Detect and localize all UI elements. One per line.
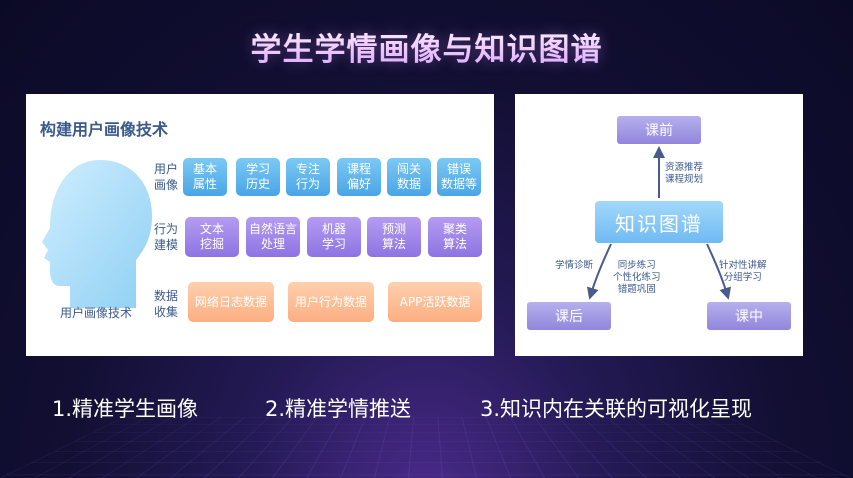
chip-learning-history: 学习 历史 [236, 158, 280, 196]
note-targeted-teaching: 针对性讲解 分组学习 [719, 260, 767, 284]
background-grid [0, 417, 853, 478]
summary-list: 1.精准学生画像 2.精准学情推送 3.知识内在关联的可视化呈现 [0, 393, 853, 423]
note-resource-planning: 资源推荐 课程规划 [665, 162, 703, 186]
knowledge-graph-panel: 课前 资源推荐 课程规划 知识图谱 学情诊断 同步练习 个性化练习 错题巩固 针… [515, 94, 803, 356]
user-profile-panel: 构建用户画像技术 用户画像技术 用户 画像 基本 属性 学习 历史 专注 行为 … [26, 94, 494, 356]
in-class-box: 课中 [707, 302, 791, 330]
row-label-data-collection: 数据 收集 [154, 288, 184, 320]
after-class-box: 课后 [527, 302, 611, 330]
chip-course-preference: 课程 偏好 [337, 158, 381, 196]
row-label-user-profile: 用户 画像 [154, 161, 184, 193]
chip-level-data: 闯关 数据 [387, 158, 431, 196]
summary-item-3: 3.知识内在关联的可视化呈现 [480, 393, 752, 423]
chip-nlp: 自然语言 处理 [246, 217, 300, 257]
chip-focus-behavior: 专注 行为 [286, 158, 330, 196]
chip-basic-attributes: 基本 属性 [183, 158, 227, 196]
row-label-behavior-modeling: 行为 建模 [154, 221, 184, 253]
summary-item-2: 2.精准学情推送 [265, 393, 411, 423]
chip-user-behavior-data: 用户行为数据 [288, 282, 374, 322]
knowledge-graph-box: 知识图谱 [595, 201, 723, 243]
page-title: 学生学情画像与知识图谱 [0, 24, 853, 69]
summary-item-1: 1.精准学生画像 [52, 393, 198, 423]
chip-error-data: 错误 数据等 [437, 158, 481, 196]
chip-clustering-algorithm: 聚类 算法 [428, 217, 482, 257]
note-diagnosis: 学情诊断 [555, 260, 593, 272]
head-silhouette-icon [40, 158, 160, 308]
note-practice: 同步练习 个性化练习 错题巩固 [613, 260, 661, 296]
chip-web-log-data: 网络日志数据 [188, 282, 274, 322]
chip-machine-learning: 机器 学习 [307, 217, 361, 257]
chip-text-mining: 文本 挖掘 [185, 217, 239, 257]
chip-app-activity-data: APP活跃数据 [388, 282, 482, 322]
head-caption: 用户画像技术 [60, 304, 132, 321]
arrow-left [591, 244, 611, 294]
panel-heading: 构建用户画像技术 [40, 116, 168, 140]
chip-prediction-algorithm: 预测 算法 [367, 217, 421, 257]
